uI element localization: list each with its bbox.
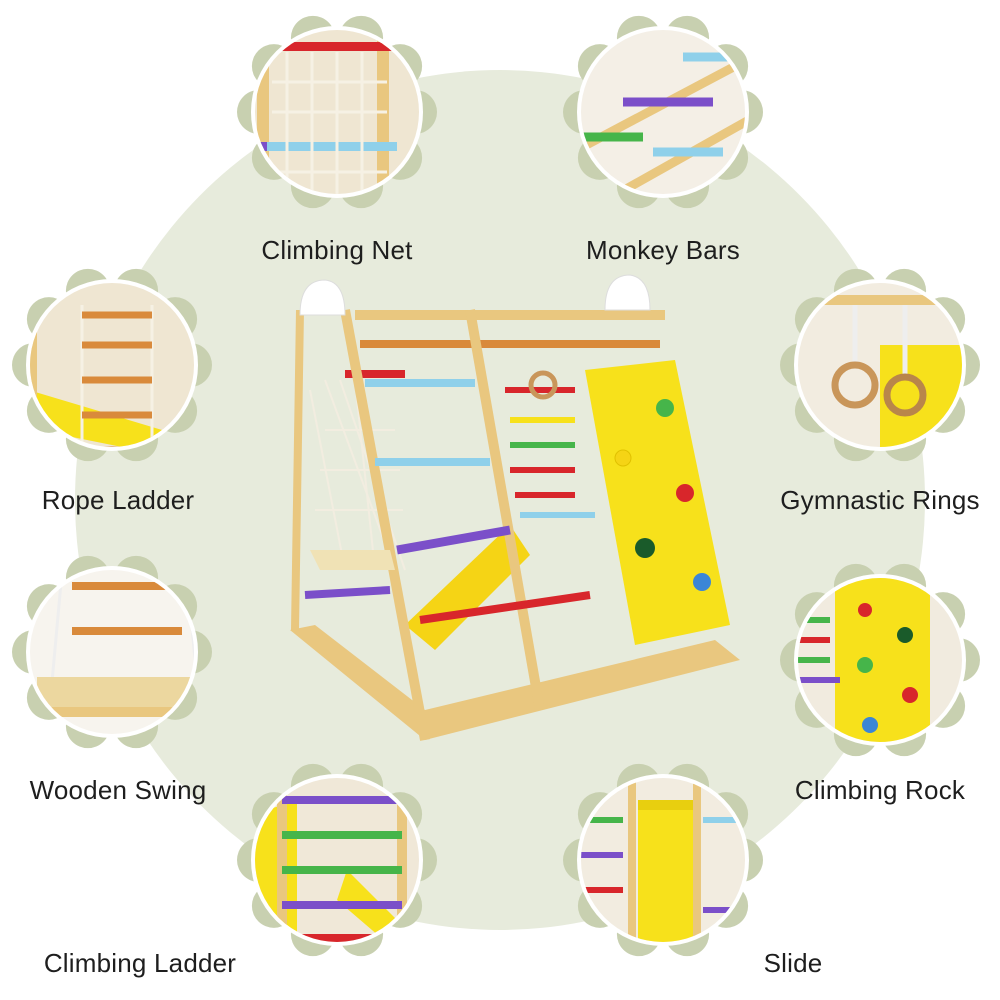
climbing-net-label: Climbing Net — [261, 235, 413, 265]
slide-label: Slide — [763, 948, 823, 978]
wooden-swing-photo — [12, 552, 212, 752]
monkey-bars-photo — [563, 12, 763, 212]
climbing-gym-product-image — [290, 274, 740, 741]
climbing-ladder-scallop-frame — [237, 763, 437, 957]
climbing-rock-icon — [798, 578, 962, 742]
gymnastic-rings-icon — [798, 283, 962, 447]
rope-ladder-photo — [12, 265, 212, 465]
rope-ladder-label: Rope Ladder — [41, 485, 195, 515]
rope-ladder-icon — [30, 283, 194, 447]
climbing-ladder-icon — [255, 778, 419, 942]
slide-icon — [581, 778, 745, 942]
slide-scallop-frame — [563, 763, 763, 957]
swing-seat — [310, 550, 395, 570]
gymnastic-rings-photo — [780, 265, 980, 465]
monkey-bars-label: Monkey Bars — [586, 235, 740, 265]
gymnastic-rings-label: Gymnastic Rings — [780, 485, 980, 515]
rope-ladder-scallop-frame — [12, 268, 212, 462]
climbing-rock-scallop-frame — [780, 563, 980, 757]
base-frame — [290, 625, 740, 740]
climbing-ladder-label: Climbing Ladder — [43, 948, 237, 978]
climbing-rock-label: Climbing Rock — [794, 775, 966, 805]
gymnastic-rings-scallop-frame — [780, 268, 980, 462]
climbing-net-photo — [237, 12, 437, 212]
climbing-rock-photo — [780, 560, 980, 760]
wooden-swing-label: Wooden Swing — [29, 775, 207, 805]
monkey-bars-icon — [581, 30, 745, 194]
climbing-ladder-photo — [237, 760, 437, 960]
slide-photo — [563, 760, 763, 960]
monkey-bars-scallop-frame — [563, 15, 763, 209]
wooden-swing-scallop-frame — [12, 555, 212, 749]
climbing-net-icon — [255, 30, 419, 194]
gym-ring — [528, 370, 558, 400]
climbing-net-scallop-frame — [237, 15, 437, 209]
wooden-swing-icon — [30, 570, 194, 734]
climbing-rock-wall — [585, 360, 730, 645]
